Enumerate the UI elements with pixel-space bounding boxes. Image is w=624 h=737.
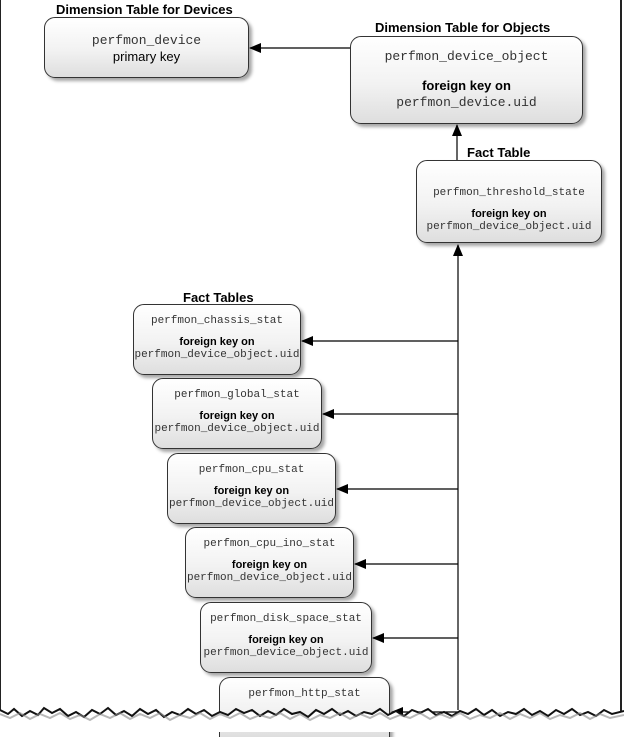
fact-table-box: perfmon_disk_space_stat foreign key on p… [200,602,372,673]
threshold-table-box: perfmon_threshold_state foreign key on p… [416,160,602,243]
fact-table-key-label: foreign key on [199,410,275,422]
heading-devices: Dimension Table for Devices [56,2,233,17]
torn-edge [0,706,624,732]
fact-table-key-ref: perfmon_device_object.uid [186,572,353,584]
fact-table-key-ref: perfmon_device_object.uid [168,498,335,510]
device-table-name: perfmon_device [91,33,202,48]
fact-table-name: perfmon_http_stat [248,688,361,700]
fact-table-key-label: foreign key on [248,634,324,646]
heading-fact-table: Fact Table [467,145,531,160]
fact-table-box: perfmon_global_stat foreign key on perfm… [152,378,322,449]
fact-table-name: perfmon_global_stat [174,389,300,401]
fact-table-name: perfmon_cpu_stat [198,464,305,476]
threshold-table-name: perfmon_threshold_state [433,187,585,199]
fact-table-box: perfmon_cpu_stat foreign key on perfmon_… [167,453,336,524]
device-table-key: primary key [112,49,181,64]
fact-table-name: perfmon_disk_space_stat [210,613,362,625]
fact-table-key-ref: perfmon_device_object.uid [203,647,369,659]
object-table-name: perfmon_device_object [384,49,549,64]
threshold-table-key-label: foreign key on [471,208,547,220]
fact-table-name: perfmon_cpu_ino_stat [203,538,336,550]
fact-table-key-label: foreign key on [231,559,308,571]
fact-table-key-ref: perfmon_device_object.uid [154,423,320,435]
fact-table-key-label: foreign key on [213,485,290,497]
heading-fact-tables: Fact Tables [183,290,254,305]
fact-table-box: perfmon_chassis_stat foreign key on perf… [133,304,301,375]
fact-table-box: perfmon_cpu_ino_stat foreign key on perf… [185,527,354,598]
heading-objects: Dimension Table for Objects [375,20,551,35]
fact-table-key-ref: perfmon_device_object.uid [134,349,300,361]
device-table-box: perfmon_device primary key [44,17,249,78]
threshold-table-key-ref: perfmon_device_object.uid [426,221,592,233]
object-table-key-ref: perfmon_device.uid [396,95,537,110]
fact-table-key-label: foreign key on [179,336,255,348]
fact-table-name: perfmon_chassis_stat [150,315,284,327]
object-table-key-label: foreign key on [422,78,511,93]
object-table-box: perfmon_device_object foreign key on per… [350,36,583,124]
